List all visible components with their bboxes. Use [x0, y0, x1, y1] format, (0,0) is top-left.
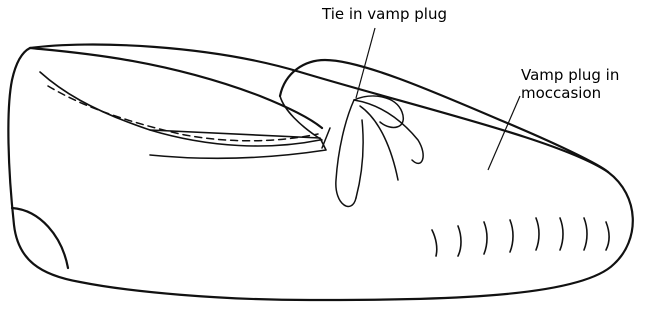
leader-tie — [356, 28, 375, 98]
collar-rim — [30, 48, 322, 128]
toe-gathers — [432, 218, 609, 256]
label-vamp-plug: Vamp plug in moccasion — [521, 66, 619, 102]
heel-counter — [12, 208, 68, 268]
lace-tie — [322, 96, 423, 206]
label-vamp-line1: Vamp plug in — [521, 66, 619, 84]
collar-inner-line — [40, 72, 320, 146]
vamp-plug-seam — [280, 96, 322, 140]
label-vamp-line2: moccasion — [521, 84, 619, 102]
collar-stitching — [48, 86, 318, 141]
label-tie-in-vamp-plug: Tie in vamp plug — [322, 5, 447, 23]
